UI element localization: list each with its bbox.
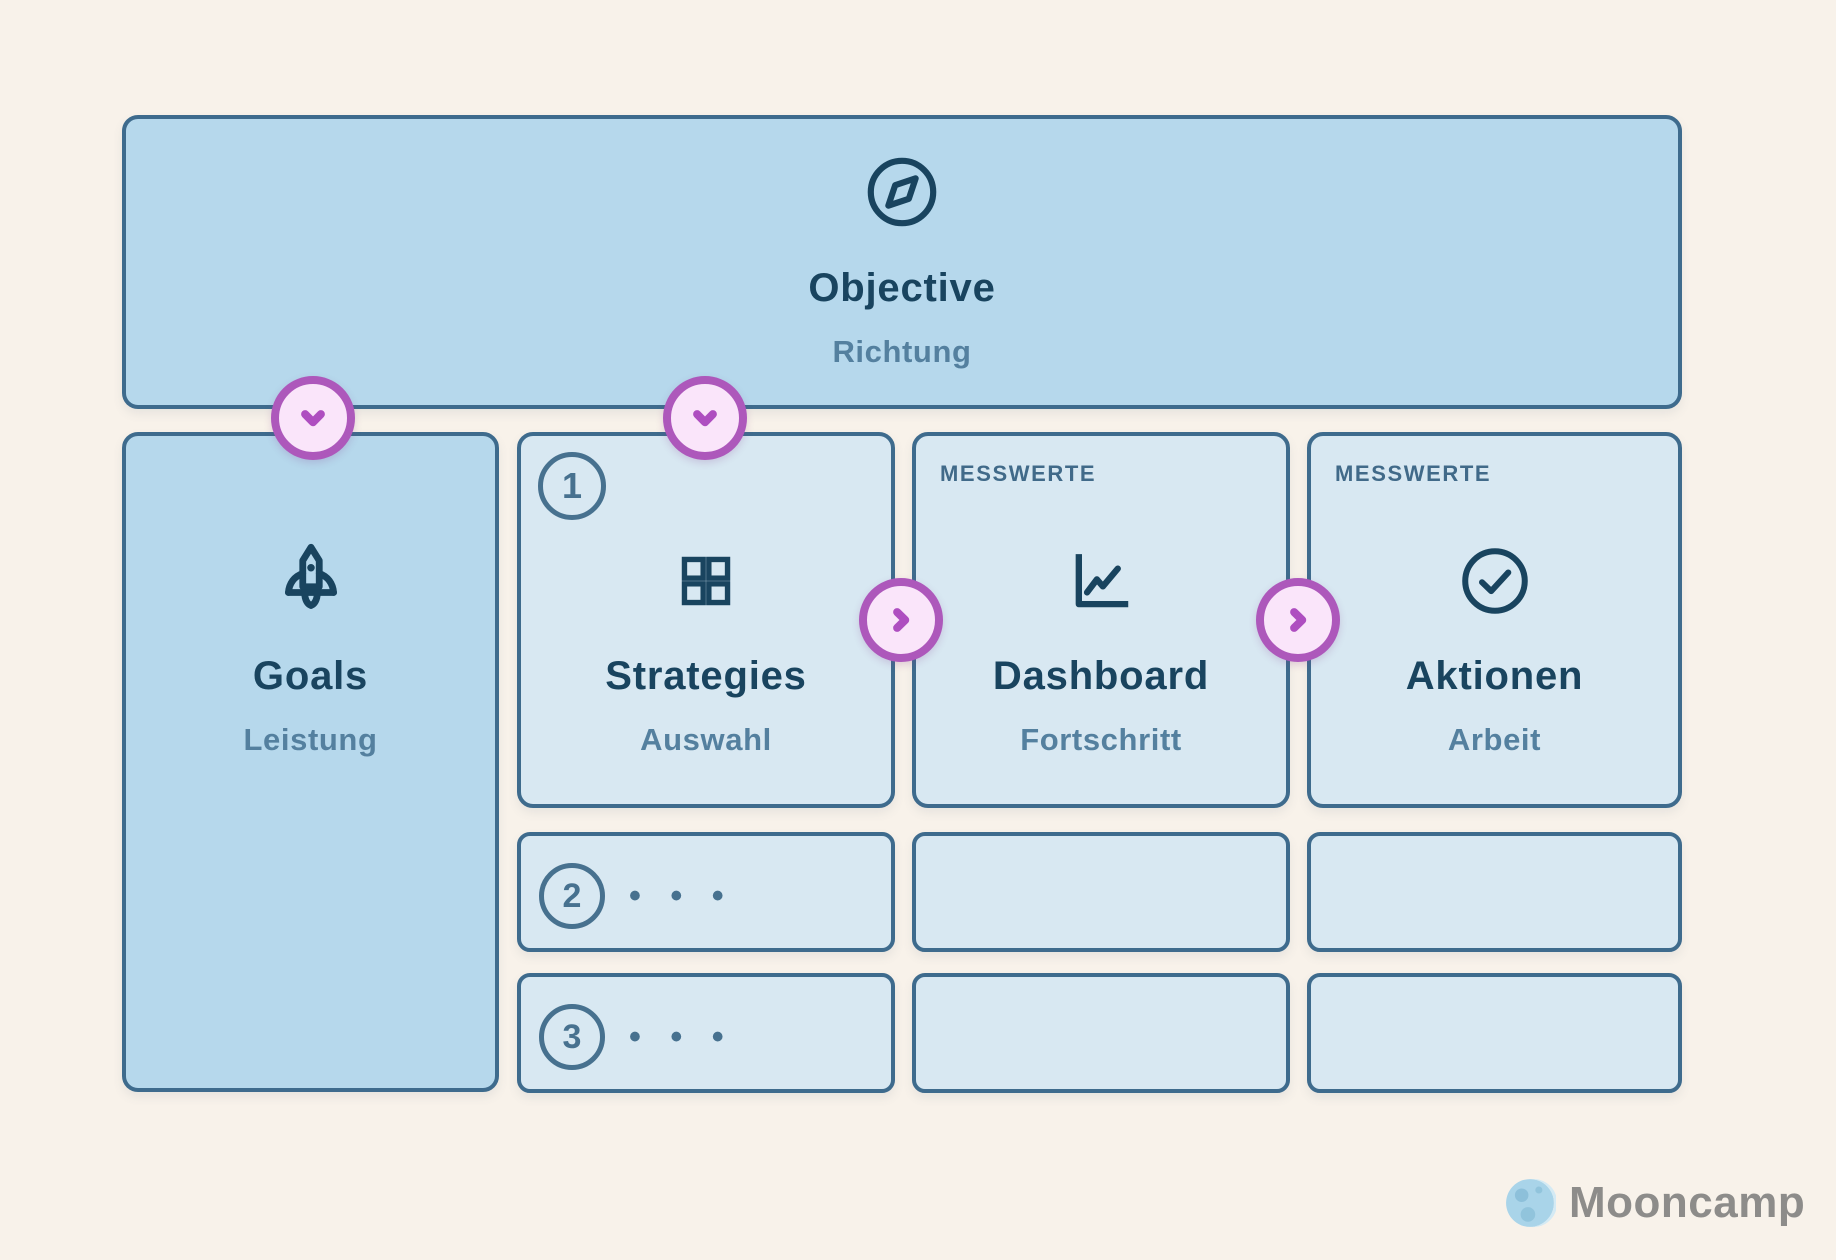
dashboard-card-content: Dashboard Fortschritt [916, 436, 1286, 812]
dashboard-subtitle: Fortschritt [1020, 722, 1182, 757]
ellipsis-dots: • • • [629, 876, 734, 915]
chevron-down-icon [684, 397, 726, 439]
dashboard-row-3 [912, 973, 1290, 1093]
aktionen-subtitle: Arbeit [1447, 722, 1542, 757]
brand-name: Mooncamp [1569, 1178, 1806, 1227]
step-2-badge: 2 [539, 863, 605, 929]
step-2-number: 2 [562, 876, 582, 915]
dashboard-card: MESSWERTE Dashboard Fortschritt [912, 432, 1290, 808]
dashboard-metric-label: MESSWERTE [940, 461, 1097, 486]
objective-banner: Objective Richtung [122, 115, 1682, 409]
connector-badge-down-goals [271, 376, 355, 460]
check-circle-icon [1457, 540, 1533, 622]
step-3-number: 3 [562, 1017, 582, 1056]
objective-title: Objective [808, 266, 996, 310]
aktionen-card-content: Aktionen Arbeit [1311, 436, 1678, 812]
aktionen-metric-label: MESSWERTE [1335, 461, 1492, 486]
connector-badge-right-aktionen [1256, 578, 1340, 662]
step-3-badge: 3 [539, 1004, 605, 1070]
strategies-card: 1 Strategies Auswahl [517, 432, 895, 808]
mooncamp-logo[interactable]: Mooncamp [1504, 1176, 1805, 1230]
aktionen-row-3 [1307, 973, 1682, 1093]
moon-icon [1504, 1177, 1556, 1229]
goals-title: Goals [252, 654, 369, 698]
dashboard-title: Dashboard [992, 654, 1210, 698]
strategies-card-content: Strategies Auswahl [521, 436, 891, 812]
chevron-down-icon [292, 397, 334, 439]
strategies-row-3: 3 • • • [517, 973, 895, 1093]
goals-subtitle: Leistung [243, 722, 378, 757]
step-1-number: 1 [561, 465, 583, 506]
chevron-right-icon [880, 599, 922, 641]
step-1-badge: 1 [538, 452, 606, 520]
line-chart-icon [1063, 540, 1139, 622]
compass-icon [863, 151, 941, 233]
objective-banner-content: Objective Richtung [126, 119, 1678, 405]
rocket-icon [268, 540, 354, 622]
aktionen-row-2 [1307, 832, 1682, 952]
connector-badge-right-dashboard [859, 578, 943, 662]
aktionen-title: Aktionen [1405, 654, 1584, 698]
goals-card-content: Goals Leistung [126, 436, 495, 812]
connector-badge-down-strategies [663, 376, 747, 460]
strategies-title: Strategies [605, 654, 807, 698]
chevron-right-icon [1277, 599, 1319, 641]
strategies-subtitle: Auswahl [640, 722, 772, 757]
aktionen-card: MESSWERTE Aktionen Arbeit [1307, 432, 1682, 808]
objective-subtitle: Richtung [832, 334, 972, 369]
grid-icon [672, 540, 740, 622]
goals-card: Goals Leistung [122, 432, 499, 1092]
dashboard-row-2 [912, 832, 1290, 952]
strategies-row-2: 2 • • • [517, 832, 895, 952]
ellipsis-dots: • • • [629, 1017, 734, 1056]
